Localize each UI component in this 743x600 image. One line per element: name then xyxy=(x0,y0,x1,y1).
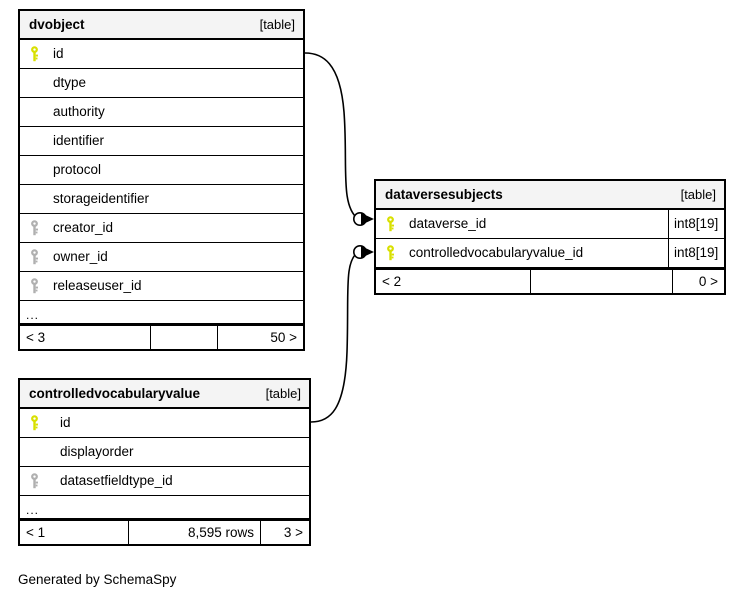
table-title: dataversesubjects xyxy=(385,186,503,202)
column-name: protocol xyxy=(53,163,102,177)
primary-key-icon xyxy=(20,46,46,62)
table-title: dvobject xyxy=(29,16,85,32)
generated-by-caption: Generated by SchemaSpy xyxy=(18,572,177,587)
column-name: id xyxy=(53,47,64,61)
table-type-tag: [table] xyxy=(259,17,295,32)
table-row[interactable]: protocol xyxy=(20,156,303,185)
footer-row-count xyxy=(150,326,217,349)
footer-row-count xyxy=(530,270,672,293)
column-type: int8[19] xyxy=(668,239,724,267)
table-row[interactable]: authority xyxy=(20,98,303,127)
ellipsis-label: ... xyxy=(26,504,40,516)
footer-parent-count[interactable]: < 2 xyxy=(382,273,402,289)
primary-key-icon xyxy=(376,245,402,261)
primary-key-icon xyxy=(20,415,46,431)
column-name: displayorder xyxy=(60,445,134,459)
column-name: dtype xyxy=(53,76,87,90)
table-header-dvobject: dvobject [table] xyxy=(20,11,303,40)
table-row[interactable]: dtype xyxy=(20,69,303,98)
zero-cardinality-marker xyxy=(352,212,367,227)
column-name: owner_id xyxy=(53,250,108,264)
foreign-key-icon xyxy=(20,473,46,489)
footer-child-count[interactable]: 50 > xyxy=(217,326,303,349)
table-footer-dataversesubjects: < 2 0 > xyxy=(376,268,724,293)
zero-cardinality-marker xyxy=(352,245,367,260)
footer-child-count[interactable]: 3 > xyxy=(260,521,309,544)
footer-parent-count[interactable]: < 1 xyxy=(26,524,46,540)
table-type-tag: [table] xyxy=(265,386,301,401)
table-row[interactable]: creator_id xyxy=(20,214,303,243)
table-row[interactable]: controlledvocabularyvalue_id int8[19] xyxy=(376,239,724,268)
foreign-key-icon xyxy=(20,249,46,265)
table-row[interactable]: displayorder xyxy=(20,438,309,467)
footer-row-count: 8,595 rows xyxy=(128,521,260,544)
table-row[interactable]: releaseuser_id xyxy=(20,272,303,301)
table-type-tag: [table] xyxy=(680,187,716,202)
table-row[interactable]: datasetfieldtype_id xyxy=(20,467,309,496)
table-row[interactable]: identifier xyxy=(20,127,303,156)
table-dvobject[interactable]: dvobject [table] id dtype authority xyxy=(18,9,305,351)
foreign-key-icon xyxy=(20,278,46,294)
edge-dvobject-dataversesubjects xyxy=(304,52,374,227)
column-name: releaseuser_id xyxy=(53,279,142,293)
more-columns-indicator[interactable]: ... xyxy=(20,301,303,324)
many-cardinality-marker xyxy=(361,246,374,258)
table-row[interactable]: id xyxy=(20,40,303,69)
table-footer-controlledvocabularyvalue: < 1 8,595 rows 3 > xyxy=(20,519,309,544)
table-header-controlledvocabularyvalue: controlledvocabularyvalue [table] xyxy=(20,380,309,409)
table-row[interactable]: id xyxy=(20,409,309,438)
column-name: datasetfieldtype_id xyxy=(60,474,173,488)
column-name: authority xyxy=(53,105,105,119)
table-header-dataversesubjects: dataversesubjects [table] xyxy=(376,181,724,210)
table-row[interactable]: dataverse_id int8[19] xyxy=(376,210,724,239)
column-name: identifier xyxy=(53,134,105,148)
table-row[interactable]: owner_id xyxy=(20,243,303,272)
more-columns-indicator[interactable]: ... xyxy=(20,496,309,519)
ellipsis-label: ... xyxy=(26,309,40,321)
column-type: int8[19] xyxy=(668,210,724,238)
many-cardinality-marker xyxy=(361,213,374,225)
column-name: controlledvocabularyvalue_id xyxy=(409,246,584,260)
column-name: creator_id xyxy=(53,221,114,235)
table-title: controlledvocabularyvalue xyxy=(29,385,201,401)
foreign-key-icon xyxy=(20,220,46,236)
table-controlledvocabularyvalue[interactable]: controlledvocabularyvalue [table] id dis… xyxy=(18,378,311,546)
column-name: storageidentifier xyxy=(53,192,150,206)
edge-controlledvocabularyvalue-dataversesubjects xyxy=(310,245,374,423)
primary-key-icon xyxy=(376,216,402,232)
column-name: dataverse_id xyxy=(409,217,487,231)
column-name: id xyxy=(60,416,71,430)
footer-parent-count[interactable]: < 3 xyxy=(26,329,46,345)
table-dataversesubjects[interactable]: dataversesubjects [table] dataverse_id i… xyxy=(374,179,726,295)
footer-child-count[interactable]: 0 > xyxy=(672,270,724,293)
table-footer-dvobject: < 3 50 > xyxy=(20,324,303,349)
table-row[interactable]: storageidentifier xyxy=(20,185,303,214)
